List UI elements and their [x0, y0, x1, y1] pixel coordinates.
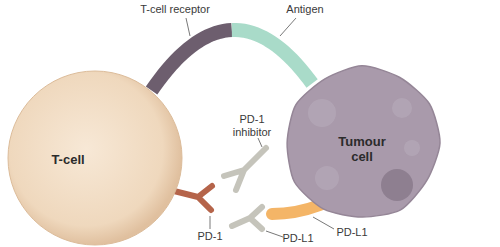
t-cell-membrane — [8, 71, 182, 245]
cell-body: T-cell — [7, 70, 183, 246]
antigen — [232, 30, 312, 84]
leader-line — [210, 216, 211, 229]
leader-line — [313, 217, 334, 229]
part-label: Antigen — [275, 3, 335, 16]
nucleus — [381, 169, 413, 201]
cell-texture — [392, 98, 412, 118]
part-label: PD-L1 — [278, 232, 318, 245]
part-label: PD-L1 — [332, 226, 372, 239]
pdl1-protein — [272, 205, 320, 214]
part-label: T-cell receptor — [130, 3, 220, 16]
leader-line — [186, 18, 190, 36]
cell-texture — [315, 166, 339, 190]
cell-texture — [308, 99, 336, 127]
leader-line — [280, 18, 296, 36]
leader-line — [258, 138, 262, 147]
cell-name: Tumour cell — [333, 135, 391, 165]
cell-outline — [7, 70, 183, 246]
cell-body: Tumour cell — [282, 63, 442, 223]
part-label: PD-1 inhibitor — [225, 113, 279, 139]
pd1-inhibitor-antibody — [224, 148, 266, 190]
part-label: PD-1 — [190, 230, 230, 243]
leader-line — [266, 231, 283, 237]
t-cell-receptor — [152, 30, 232, 91]
cell-name: T-cell — [33, 153, 103, 168]
pdl1-antibody — [232, 207, 262, 229]
receptor-antigen-bridge — [152, 30, 313, 91]
cell-texture — [404, 140, 420, 156]
tumour-membrane — [287, 66, 440, 217]
